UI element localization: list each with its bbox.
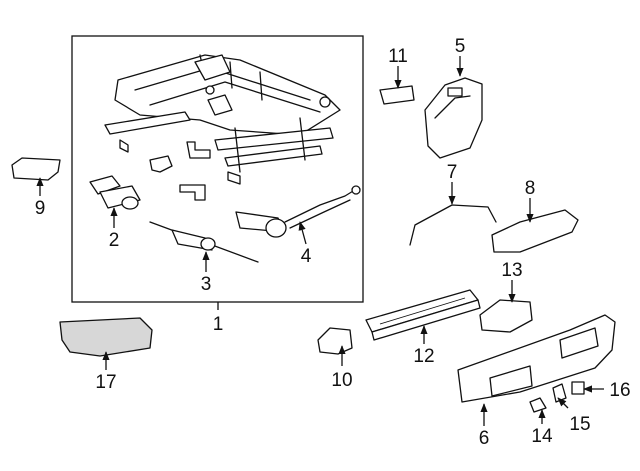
callout-10: 10 (331, 370, 352, 391)
callout-13: 13 (501, 260, 522, 281)
leader-4 (298, 221, 307, 245)
callout-4: 4 (301, 246, 312, 267)
callout-7: 7 (447, 162, 458, 183)
callout-8: 8 (525, 178, 536, 199)
part-12-track (365, 289, 481, 341)
callout-16: 16 (609, 380, 630, 401)
callout-14: 14 (531, 426, 553, 447)
part-4-motor (235, 185, 361, 238)
callout-9: 9 (35, 198, 46, 219)
part-14-knob (529, 397, 547, 413)
part-3-actuator (149, 221, 259, 263)
part-17-pad (59, 317, 153, 357)
part-11-connector (379, 85, 415, 105)
callout-12: 12 (413, 346, 434, 367)
bracket-small-b (186, 141, 211, 159)
callout-3: 3 (201, 274, 212, 295)
callout-11: 11 (388, 46, 408, 67)
callout-15: 15 (569, 414, 590, 435)
bracket-small-c (179, 184, 206, 201)
callout-5: 5 (455, 36, 466, 57)
bracket-small-a (149, 155, 173, 173)
part-16-knob (571, 381, 585, 395)
part-7-wire (409, 204, 497, 246)
part-2-motor (89, 175, 141, 210)
callout-2: 2 (109, 230, 120, 251)
callout-1: 1 (213, 314, 224, 335)
leader-15 (557, 397, 569, 409)
callout-6: 6 (479, 428, 490, 449)
part-5-cover (424, 77, 483, 159)
callout-17: 17 (95, 372, 116, 393)
seat-frame-drawing (104, 54, 341, 185)
part-13-bracket (479, 299, 533, 333)
part-9-clip (11, 157, 61, 181)
part-10-switch (317, 327, 353, 355)
part-6-side-shield (457, 314, 616, 403)
part-8-trim (491, 209, 579, 253)
